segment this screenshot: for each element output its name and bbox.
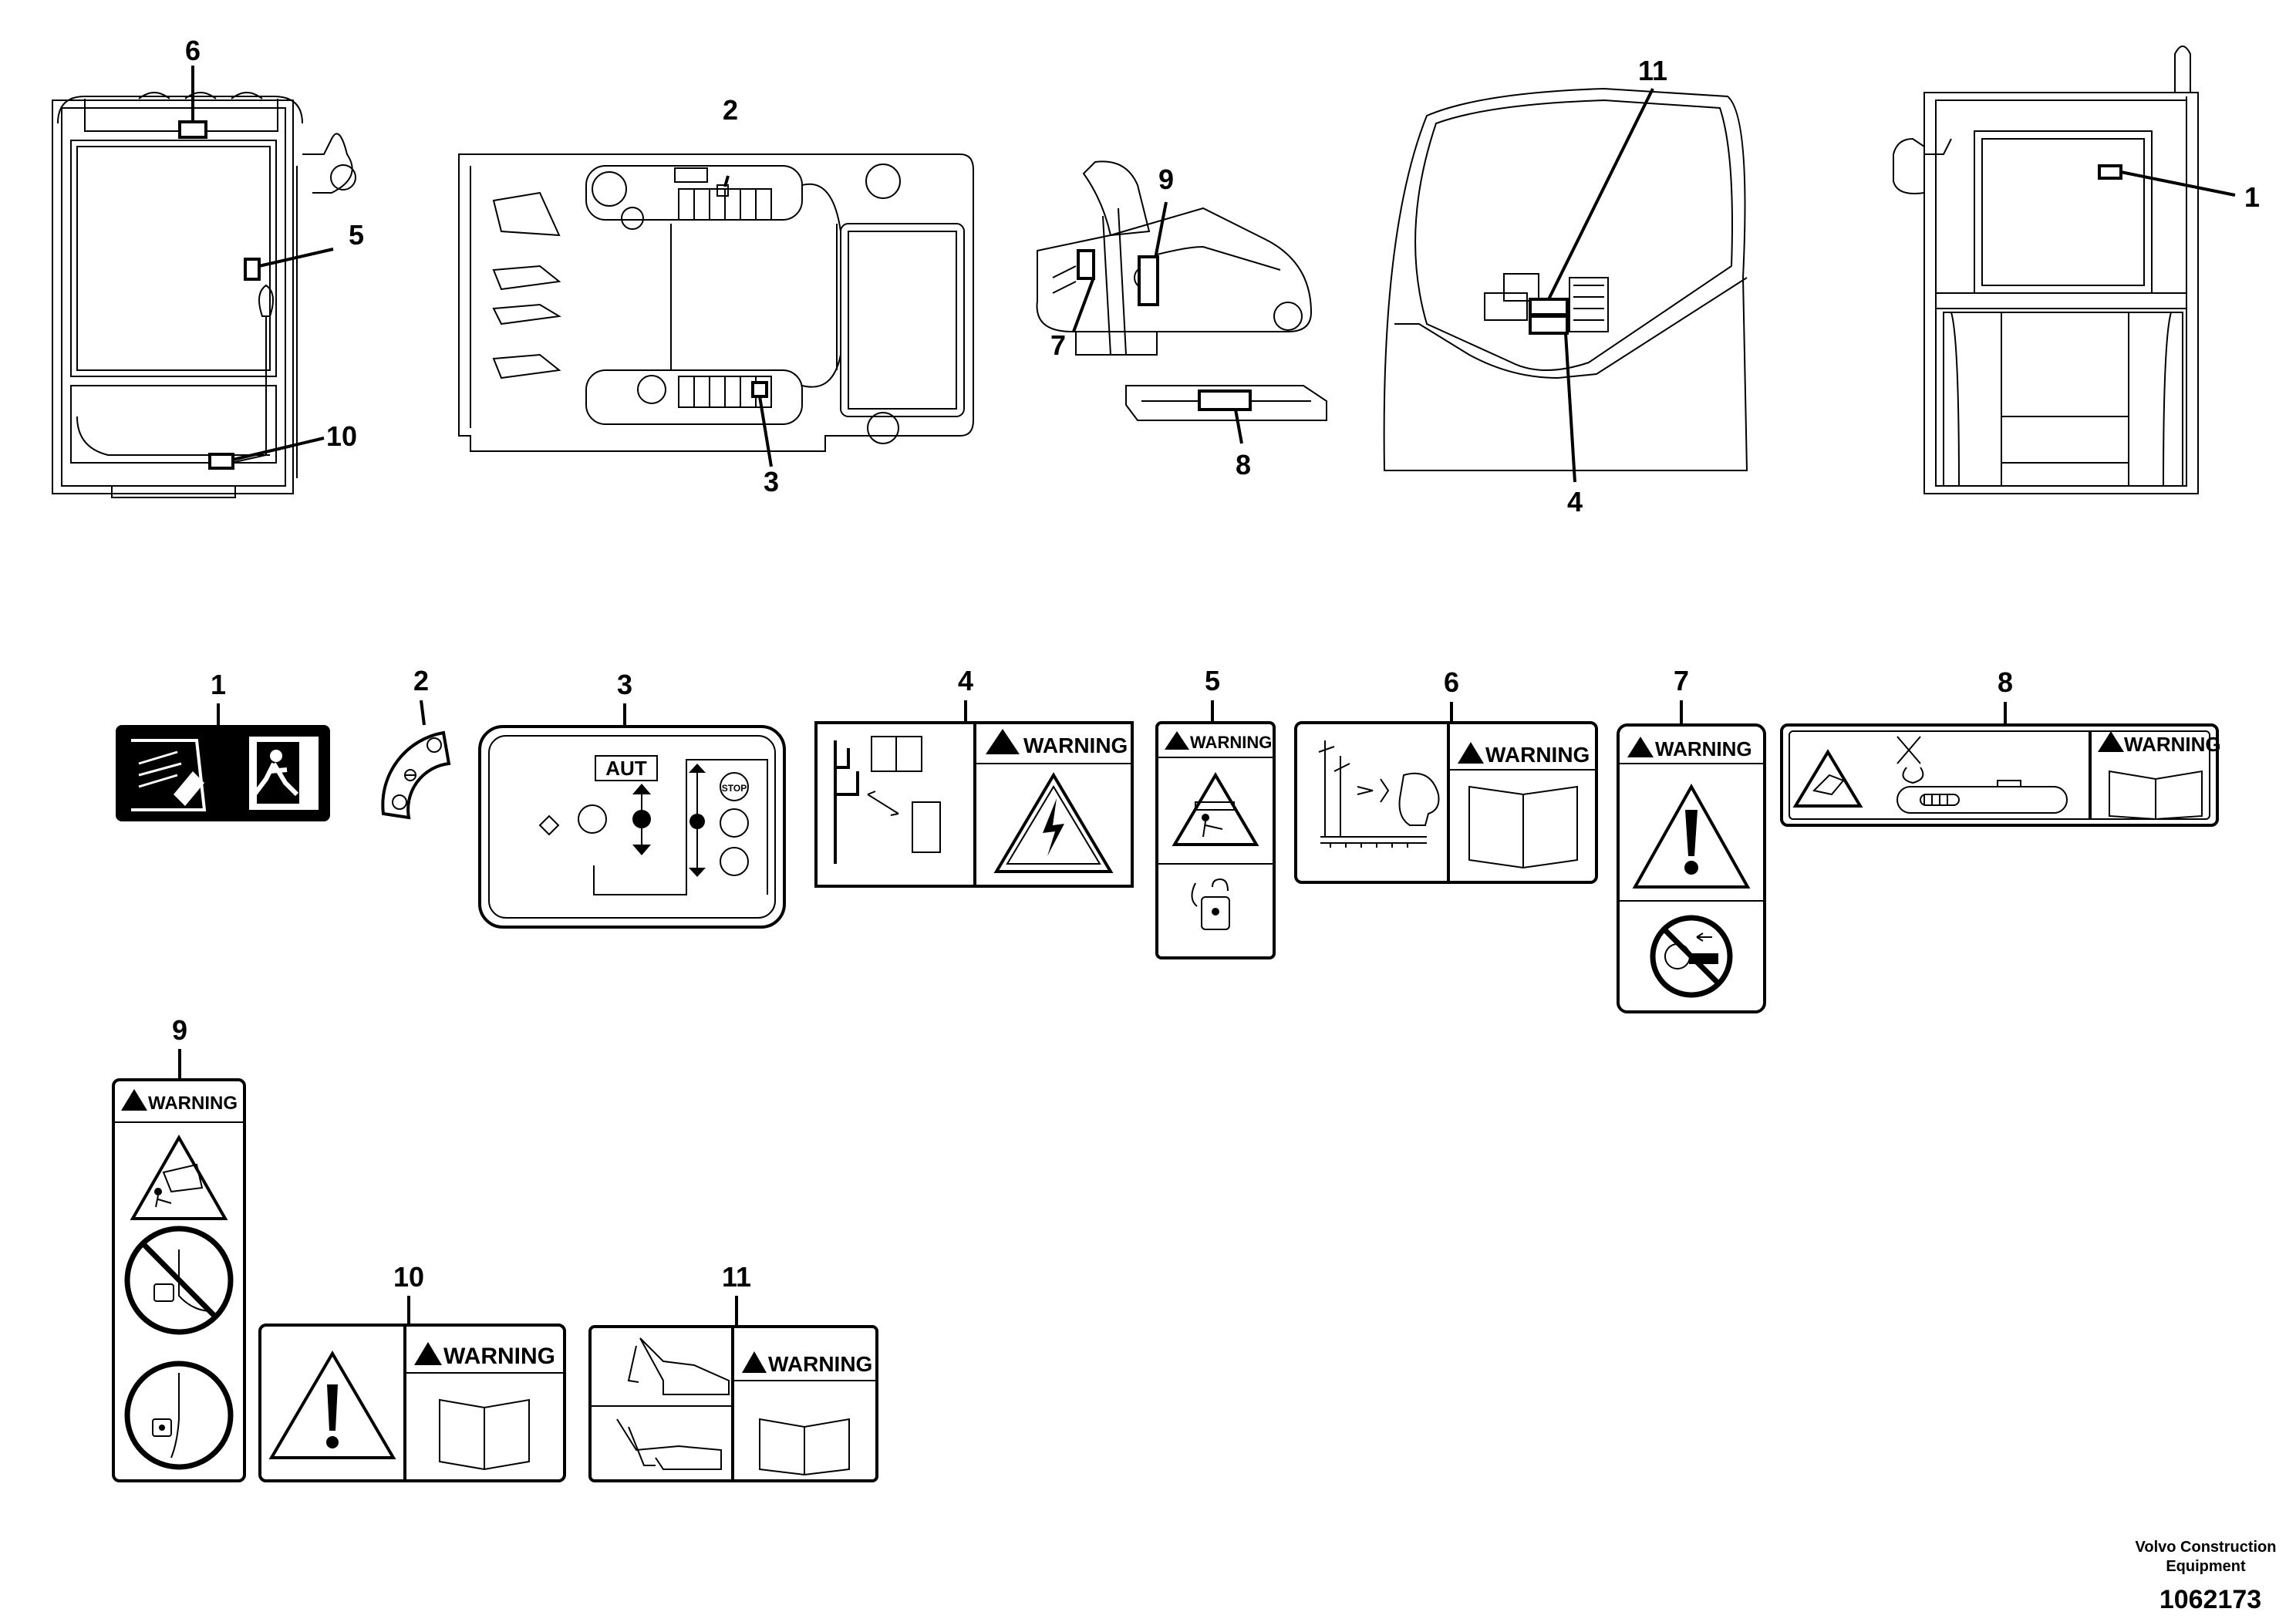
aut-label: AUT [605,757,647,780]
callout-5-top: 5 [349,219,364,251]
svg-text:4: 4 [958,665,973,696]
decal-1-emergency-exit: 1 [116,669,330,821]
drawing-number: 1062173 [2159,1585,2261,1614]
svg-text:WARNING: WARNING [2124,733,2221,756]
cab-side-panel-view [1383,87,1748,483]
footer-credit: Volvo Construction Equipment 1062173 [2136,1539,2277,1614]
decal-position-5 [244,258,261,281]
callout-9-top: 9 [1158,164,1174,195]
callout-4-top: 4 [1567,486,1583,518]
decal-position-9 [1138,255,1159,306]
svg-text:3: 3 [617,669,632,700]
callout-2-top: 2 [723,94,738,126]
decal-4-electrical-hazard: 4 WARNING [814,665,1134,888]
decal-6-overhead-lines: 6 WARNING [1294,666,1598,884]
svg-text:9: 9 [172,1014,187,1046]
svg-text:WARNING: WARNING [1023,733,1128,757]
decal-position-11 [1529,298,1569,316]
decal-position-10 [208,453,234,470]
svg-text:6: 6 [1444,666,1459,698]
svg-text:WARNING: WARNING [443,1344,555,1369]
svg-text:WARNING: WARNING [1655,737,1752,760]
decal-7-key-warning: 7 WARNING [1617,665,1766,1013]
decal-position-8 [1198,389,1252,411]
decal-position-7 [1077,249,1095,280]
svg-text:5: 5 [1205,665,1220,696]
decal-position-6 [178,120,207,139]
svg-text:WARNING: WARNING [1485,743,1590,767]
decal-11-excavator-manual: 11 WARNING [588,1261,878,1482]
svg-text:WARNING: WARNING [1190,733,1272,752]
decal-8-hand-hazard: 8 WARNING [1780,666,2221,827]
decal-position-2 [716,184,729,197]
cab-front-view [1893,46,2236,494]
svg-text:11: 11 [722,1261,751,1293]
decal-5-crush-hazard: 5 WARNING [1155,665,1276,959]
svg-text:WARNING: WARNING [148,1093,238,1114]
decal-position-1 [2098,164,2122,180]
decal-position-3 [751,381,768,398]
decal-2-arc-label: 2 [381,665,451,820]
callout-3-top: 3 [764,466,779,497]
callout-6-top: 6 [185,35,201,66]
cab-floor-plan-view [458,153,974,467]
svg-text:7: 7 [1674,665,1689,696]
decal-10-general-warning: 10 WARNING [258,1261,566,1482]
svg-text:8: 8 [1998,666,2013,698]
decal-position-4 [1529,315,1569,335]
callout-11-top: 11 [1638,55,1667,86]
brand-line-2: Equipment [2166,1558,2246,1575]
svg-text:WARNING: WARNING [768,1352,872,1376]
callout-10-top: 10 [326,420,357,452]
svg-text:1: 1 [211,669,226,700]
joystick-console-view [1036,160,1327,444]
cab-door-view [52,66,356,498]
callout-8-top: 8 [1236,449,1251,481]
svg-text:2: 2 [413,665,429,696]
brand-line-1: Volvo Construction [2136,1539,2277,1556]
decal-9-console-warning: 9 WARNING [112,1014,246,1482]
stop-label: STOP [722,783,747,794]
callout-7-top: 7 [1050,329,1066,361]
svg-text:10: 10 [393,1261,424,1293]
decal-3-aut-control-pattern: 3 AUT STOP [478,669,786,929]
callout-1-top: 1 [2244,181,2260,213]
